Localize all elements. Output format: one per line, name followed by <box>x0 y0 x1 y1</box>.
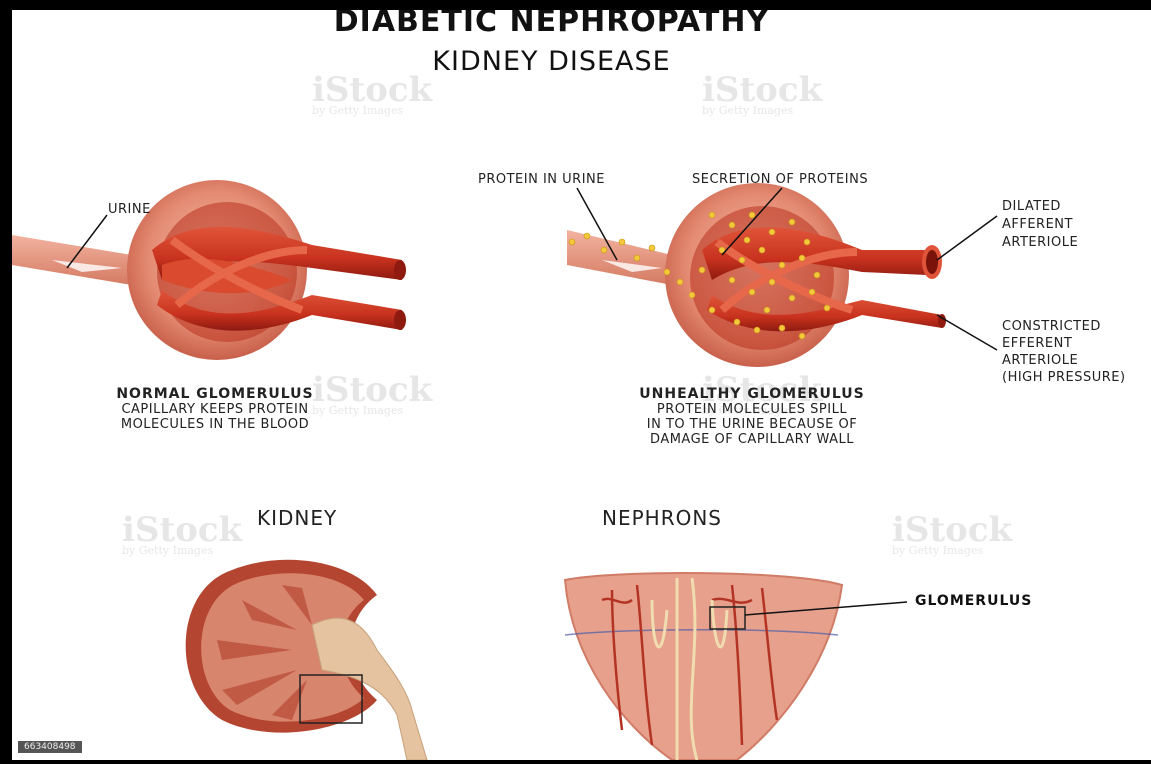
normal-line1: CAPILLARY KEEPS PROTEIN <box>70 402 360 417</box>
unhealthy-line3: DAMAGE OF CAPILLARY WALL <box>592 432 912 447</box>
nephrons-art <box>565 573 842 760</box>
unhealthy-caption: UNHEALTHY GLOMERULUS PROTEIN MOLECULES S… <box>592 386 912 447</box>
label-protein-in-urine: PROTEIN IN URINE <box>478 172 605 187</box>
infographic-frame: DIABETIC NEPHROPATHY KIDNEY DISEASE iSto… <box>12 10 1151 760</box>
unhealthy-heading: UNHEALTHY GLOMERULUS <box>592 386 912 402</box>
label-secretion-of-proteins: SECRETION OF PROTEINS <box>692 172 868 187</box>
kidney-art <box>186 560 427 760</box>
unhealthy-glomerulus-art <box>567 183 946 367</box>
normal-glomerulus-art <box>12 180 406 360</box>
normal-line2: MOLECULES IN THE BLOOD <box>70 417 360 432</box>
label-urine: URINE <box>108 202 151 217</box>
unhealthy-line1: PROTEIN MOLECULES SPILL <box>592 402 912 417</box>
illustration <box>12 10 1151 760</box>
pointer-constricted <box>937 315 997 350</box>
nephrons-title: NEPHRONS <box>602 506 722 530</box>
pointer-dilated <box>937 216 997 260</box>
label-glomerulus: GLOMERULUS <box>915 593 1032 609</box>
normal-heading: NORMAL GLOMERULUS <box>70 386 360 402</box>
label-constricted-efferent-arteriole: CONSTRICTED EFFERENT ARTERIOLE (HIGH PRE… <box>1002 318 1126 386</box>
normal-caption: NORMAL GLOMERULUS CAPILLARY KEEPS PROTEI… <box>70 386 360 432</box>
label-dilated-afferent-arteriole: DILATED AFFERENT ARTERIOLE <box>1002 198 1078 252</box>
unhealthy-line2: IN TO THE URINE BECAUSE OF <box>592 417 912 432</box>
stock-id-badge: 663408498 <box>18 741 82 753</box>
kidney-title: KIDNEY <box>257 506 337 530</box>
